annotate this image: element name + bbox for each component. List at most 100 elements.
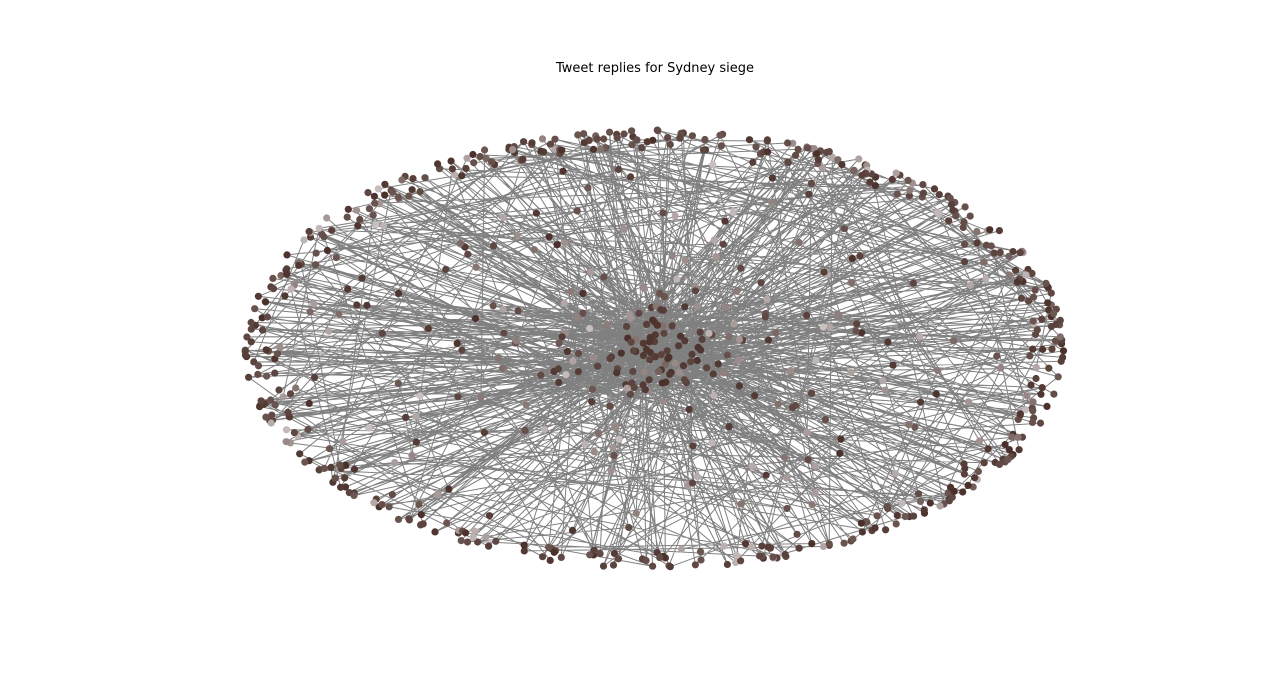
graph-node	[626, 390, 635, 398]
graph-node	[412, 438, 420, 446]
graph-node	[904, 176, 912, 184]
graph-node	[919, 181, 927, 189]
graph-node	[480, 428, 488, 437]
graph-node	[668, 322, 676, 330]
graph-node	[892, 169, 900, 177]
graph-node	[569, 357, 577, 365]
graph-node	[737, 557, 745, 565]
graph-node	[594, 362, 602, 370]
graph-node	[417, 510, 425, 519]
graph-node	[848, 254, 856, 262]
graph-node	[594, 429, 603, 437]
graph-node	[850, 166, 858, 174]
graph-node	[282, 438, 290, 446]
graph-node	[949, 206, 957, 214]
graph-node	[513, 231, 521, 239]
graph-node	[489, 242, 498, 250]
graph-node	[709, 370, 717, 378]
graph-node	[673, 275, 681, 283]
graph-node	[613, 134, 621, 142]
graph-node	[434, 160, 442, 168]
graph-node	[1024, 297, 1033, 305]
graph-node	[332, 254, 340, 262]
graph-node	[388, 491, 396, 499]
graph-node	[416, 392, 424, 400]
graph-node	[789, 139, 797, 147]
graph-node	[371, 199, 379, 207]
graph-node	[787, 366, 795, 375]
graph-node	[469, 150, 477, 159]
graph-node	[408, 186, 416, 194]
graph-node	[254, 362, 263, 370]
graph-node	[369, 211, 377, 219]
graph-node	[243, 333, 251, 341]
graph-node	[1056, 333, 1064, 341]
graph-node	[551, 135, 559, 143]
graph-node	[560, 299, 568, 307]
graph-node	[555, 378, 563, 387]
graph-node	[980, 258, 988, 266]
graph-node	[758, 542, 766, 550]
graph-node	[462, 529, 470, 537]
graph-node	[599, 562, 608, 570]
graph-node	[741, 540, 750, 548]
graph-node	[279, 393, 287, 401]
graph-node	[381, 191, 389, 199]
graph-node	[889, 361, 897, 369]
graph-node	[623, 322, 631, 331]
graph-node	[363, 301, 371, 309]
graph-node	[512, 337, 521, 345]
graph-node	[774, 400, 782, 408]
graph-node	[837, 435, 845, 443]
graph-node	[656, 554, 664, 562]
graph-node	[858, 171, 866, 179]
graph-node	[971, 474, 979, 482]
graph-node	[615, 435, 623, 443]
graph-node	[892, 520, 900, 528]
graph-node	[395, 289, 403, 297]
graph-node	[281, 292, 289, 300]
graph-node	[1005, 446, 1013, 454]
graph-node	[649, 316, 657, 324]
graph-node	[858, 528, 867, 536]
graph-node	[920, 506, 928, 514]
graph-node	[528, 139, 536, 147]
graph-node	[973, 227, 981, 236]
graph-node	[568, 526, 577, 535]
graph-node	[973, 239, 981, 247]
graph-node	[520, 547, 528, 555]
graph-node	[520, 138, 528, 146]
graph-node	[462, 164, 470, 173]
graph-node	[287, 285, 295, 293]
graph-node	[893, 190, 901, 198]
graph-node	[1009, 248, 1017, 256]
graph-node	[290, 429, 298, 437]
graph-node	[848, 278, 856, 287]
graph-node	[586, 324, 594, 333]
graph-node	[1016, 410, 1024, 418]
graph-node	[975, 437, 984, 445]
graph-node	[254, 370, 262, 378]
graph-node	[990, 249, 998, 257]
graph-node	[676, 134, 684, 142]
graph-node	[263, 372, 271, 380]
graph-node	[723, 560, 732, 569]
graph-node	[409, 175, 417, 183]
graph-node	[590, 448, 598, 456]
graph-node	[284, 408, 292, 416]
graph-node	[412, 413, 420, 421]
graph-node	[772, 329, 780, 337]
graph-node	[986, 226, 994, 234]
graph-node	[567, 287, 575, 295]
graph-node	[666, 370, 674, 378]
graph-node	[769, 553, 777, 561]
graph-node	[267, 419, 275, 427]
graph-node	[1029, 317, 1037, 325]
graph-node	[660, 329, 668, 337]
graph-node	[1004, 455, 1012, 463]
graph-node	[640, 284, 648, 293]
graph-node	[917, 398, 925, 406]
graph-node	[745, 136, 754, 144]
graph-node	[961, 203, 969, 211]
graph-node	[710, 236, 718, 244]
